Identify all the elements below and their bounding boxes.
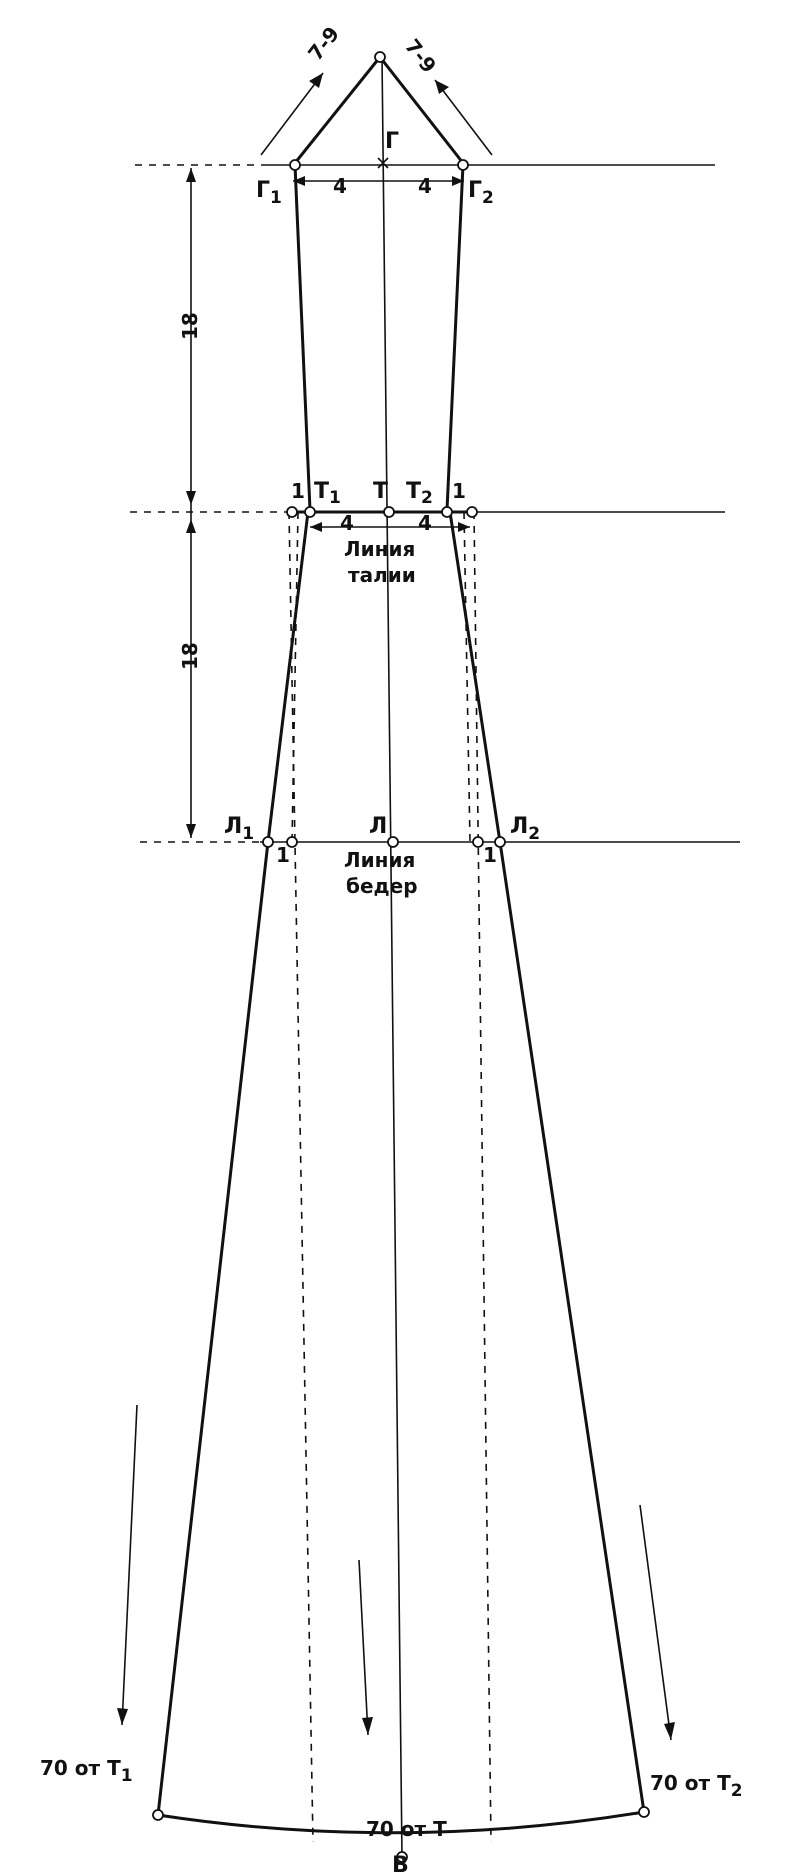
bottom-right-label: 70 от Т2 <box>650 1771 743 1801</box>
marker-points <box>152 51 650 1863</box>
center-line <box>381 56 403 1858</box>
grain-arrows <box>117 1404 675 1741</box>
hip-line-label-2: бедер <box>346 874 418 898</box>
top-dim-left-label: 7-9 <box>303 22 344 65</box>
point-g-cross <box>377 157 389 169</box>
point-g2-label: Г2 <box>468 178 494 208</box>
point-g-label: Г <box>385 129 399 154</box>
dim-g-right-label: 4 <box>418 174 432 198</box>
point-l1-label: Л1 <box>224 814 254 844</box>
point-b-label: В <box>392 1853 409 1875</box>
dim-t-right-label: 4 <box>418 511 432 535</box>
vertical-dimension <box>186 168 196 838</box>
waist-one-left-label: 1 <box>291 479 305 503</box>
point-g1-label: Г1 <box>256 178 282 208</box>
waist-line-label-2: талии <box>348 563 416 587</box>
hip-one-left-label: 1 <box>276 843 290 867</box>
waist-line-label-1: Линия <box>344 537 415 561</box>
dim-vertical-lower-label: 18 <box>178 642 202 670</box>
waist-one-right-label: 1 <box>452 479 466 503</box>
bottom-left-label: 70 от Т1 <box>40 1756 133 1786</box>
dim-vertical-upper-label: 18 <box>178 312 202 340</box>
horizontal-guides <box>130 164 740 843</box>
dashed-construction-lines <box>288 511 492 1843</box>
hip-one-right-label: 1 <box>483 843 497 867</box>
point-t2-label: Т2 <box>406 479 433 508</box>
dim-g-left-label: 4 <box>333 174 347 198</box>
top-triangle <box>260 56 493 164</box>
point-l-label: Л <box>369 814 387 839</box>
dim-t-left-label: 4 <box>340 511 354 535</box>
bottom-center-label: 70 от Т <box>366 1817 447 1841</box>
point-l2-label: Л2 <box>510 814 540 844</box>
top-dim-right-label: 7-9 <box>400 34 441 77</box>
point-t1-label: Т1 <box>314 479 341 508</box>
hip-line-label-1: Линия <box>344 848 415 872</box>
point-t-label: Т <box>373 479 388 504</box>
pattern-outline <box>156 164 646 1835</box>
